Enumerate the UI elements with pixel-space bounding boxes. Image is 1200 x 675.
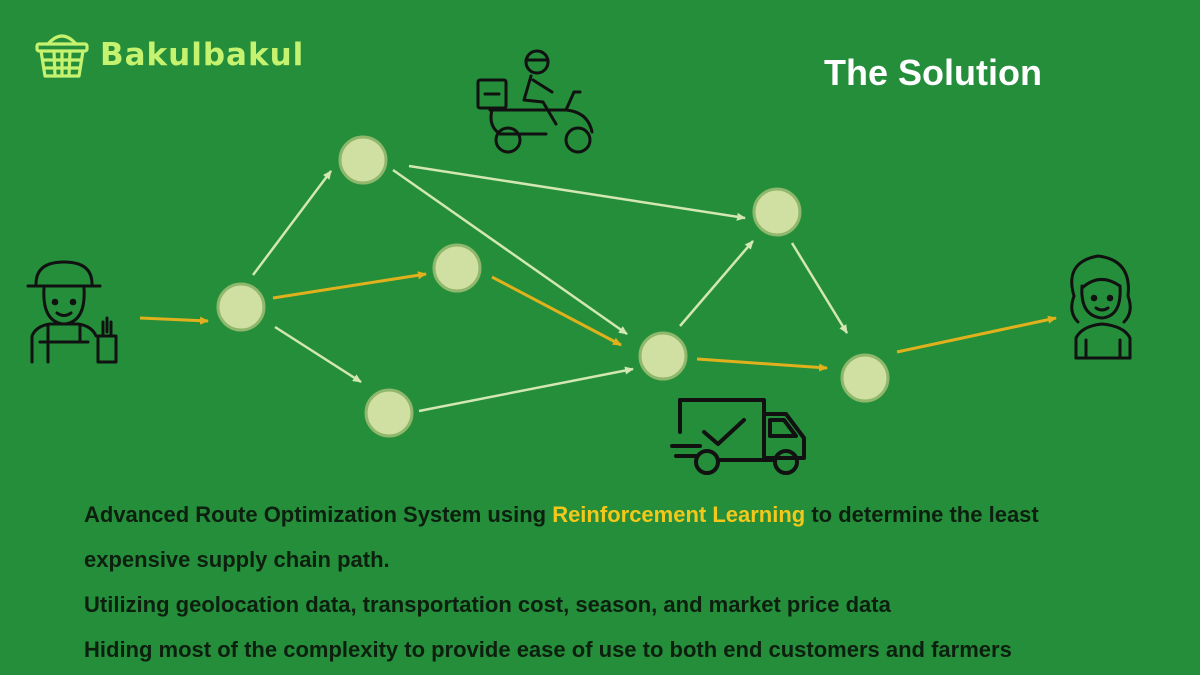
- slide-title: The Solution: [824, 52, 1042, 93]
- highlight-reinforcement-learning: Reinforcement Learning: [552, 502, 806, 527]
- description-line-1: Advanced Route Optimization System using…: [84, 492, 1164, 537]
- node-n6: [752, 187, 802, 237]
- delivery-truck-icon: [670, 398, 806, 475]
- customer-icon: [1070, 254, 1132, 360]
- edge-n1-n4: [274, 325, 362, 384]
- description-line-1-start: Advanced Route Optimization System using: [84, 502, 553, 527]
- diagram-nodes: [216, 135, 890, 438]
- edge-n6-n7: [790, 242, 849, 334]
- edge-n5-n6: [679, 240, 754, 327]
- node-n2: [338, 135, 388, 185]
- brand-logo: Bakulbakul: [34, 30, 304, 80]
- delivery-scooter-icon: [476, 49, 594, 154]
- brand-name: Bakulbakul: [100, 37, 305, 73]
- description-line-3: Utilizing geolocation data, transportati…: [84, 592, 891, 617]
- supply-chain-diagram: [26, 49, 1132, 475]
- edge-n2-n5: [392, 168, 628, 336]
- edge-n1-n2: [252, 170, 332, 276]
- edge-n1-n3: [272, 271, 427, 300]
- diagram-edges: [139, 164, 1057, 413]
- node-n5: [638, 331, 688, 381]
- edge-n4-n5: [418, 366, 634, 413]
- farmer-icon: [26, 260, 118, 364]
- node-n3: [432, 243, 482, 293]
- node-n7: [840, 353, 890, 403]
- edge-n2-n6: [408, 164, 746, 221]
- description-line-4: Hiding most of the complexity to provide…: [84, 637, 1012, 662]
- edge-farmer-n1: [139, 316, 209, 325]
- node-n4: [364, 388, 414, 438]
- edge-n5-n7: [696, 357, 828, 372]
- edge-n7-customer: [896, 315, 1057, 354]
- solution-description: Advanced Route Optimization System using…: [84, 492, 1164, 672]
- basket-icon: [35, 34, 89, 78]
- description-line-1-end: to determine the least: [805, 502, 1039, 527]
- description-line-2: expensive supply chain path.: [84, 547, 390, 572]
- node-n1: [216, 282, 266, 332]
- edge-n3-n5: [491, 275, 622, 347]
